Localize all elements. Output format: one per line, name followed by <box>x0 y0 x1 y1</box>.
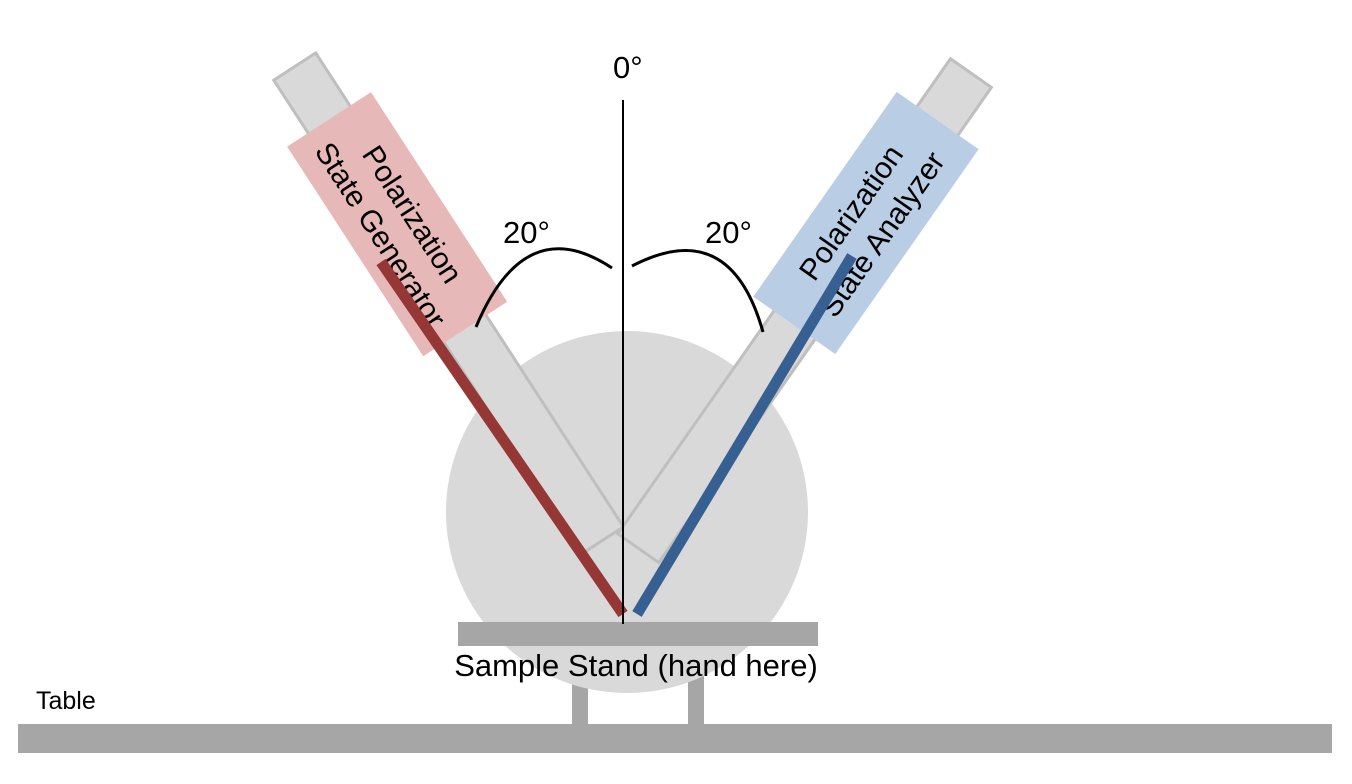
right-angle-label: 20° <box>705 215 752 250</box>
generator-box <box>287 92 508 357</box>
incident-beam <box>376 258 628 618</box>
right-angle-arc <box>631 249 765 333</box>
analyzer-box <box>753 91 979 355</box>
reflected-beam <box>632 253 857 617</box>
table-label: Table <box>36 687 96 715</box>
sample-stand-label: Sample Stand (hand here) <box>454 648 818 683</box>
table-surface <box>18 724 1332 753</box>
sample-stand-platform <box>458 622 818 646</box>
left-angle-arc <box>474 247 613 328</box>
left-angle-label: 20° <box>503 215 550 250</box>
normal-angle-label: 0° <box>613 50 643 85</box>
